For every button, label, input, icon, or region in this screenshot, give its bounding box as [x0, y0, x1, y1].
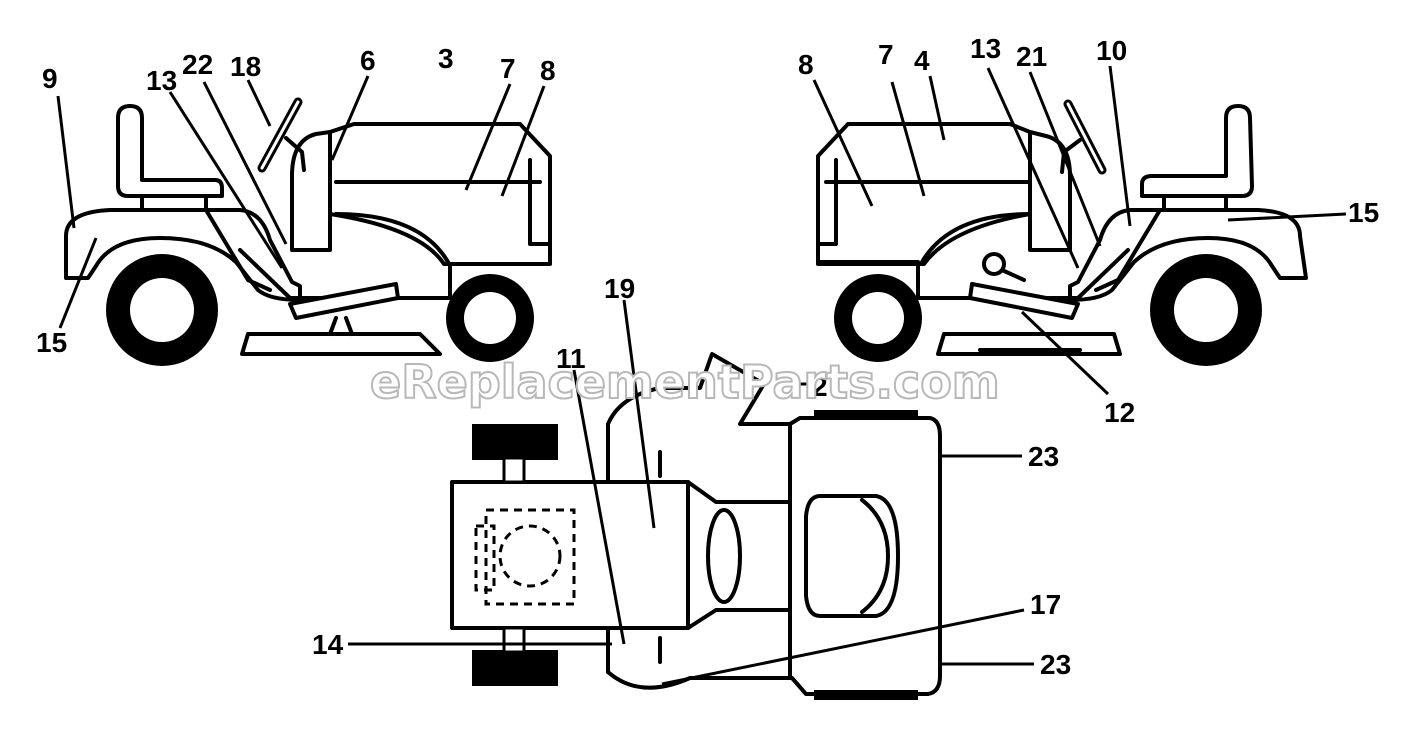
callout-22: 22 — [182, 49, 213, 80]
top-view-tractor — [450, 352, 942, 700]
callout-6: 6 — [360, 45, 376, 76]
watermark: eReplacementParts.com — [370, 355, 1000, 409]
top-view-leaders — [348, 299, 1034, 686]
callout-2: 2 — [812, 371, 828, 402]
callout-23-top: 23 — [1028, 441, 1059, 472]
left-side-view-tractor — [64, 97, 552, 366]
right-view-labels: 8 7 4 13 21 10 15 12 — [798, 33, 1379, 428]
callout-8: 8 — [540, 55, 556, 86]
left-view-leaders — [56, 75, 546, 329]
callout-11: 11 — [556, 343, 586, 374]
callout-18: 18 — [230, 51, 261, 82]
callout-17: 17 — [1030, 589, 1061, 620]
callout-7-right: 7 — [878, 39, 894, 70]
left-view-labels: 9 13 22 18 6 3 7 8 15 — [36, 43, 556, 358]
callout-3: 3 — [438, 43, 454, 74]
callout-10: 10 — [1096, 35, 1127, 66]
right-view-leaders — [812, 65, 1347, 396]
callout-12: 12 — [1104, 397, 1135, 428]
callout-19: 19 — [604, 273, 635, 304]
callout-13-right: 13 — [970, 33, 1001, 64]
right-side-view-tractor — [816, 99, 1308, 366]
callout-7: 7 — [500, 53, 516, 84]
callout-23-bottom: 23 — [1040, 649, 1071, 680]
callout-14: 14 — [312, 629, 344, 660]
callout-15: 15 — [36, 327, 67, 358]
callout-4: 4 — [914, 45, 930, 76]
callout-15-right: 15 — [1348, 197, 1379, 228]
callout-8-right: 8 — [798, 49, 814, 80]
callout-9: 9 — [42, 63, 58, 94]
top-view-labels: 19 2 11 23 14 17 23 — [312, 273, 1071, 680]
callout-13: 13 — [146, 65, 177, 96]
callout-21: 21 — [1016, 41, 1047, 72]
